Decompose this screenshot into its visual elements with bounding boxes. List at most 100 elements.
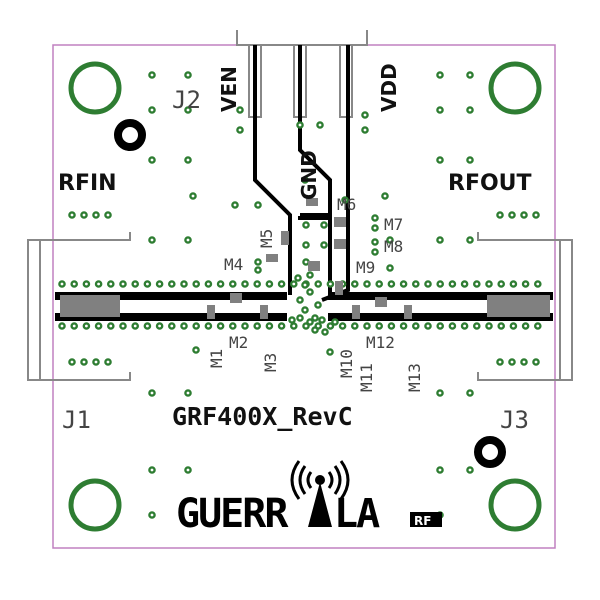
smd-pad [230, 293, 242, 303]
via [496, 211, 504, 219]
via [371, 238, 379, 246]
via [167, 280, 176, 288]
label-rfout: RFOUT [448, 171, 532, 196]
via [180, 322, 188, 330]
via [231, 201, 239, 209]
svg-text:GUERR: GUERR [176, 491, 289, 537]
via [68, 358, 76, 366]
via [350, 322, 359, 330]
smd-pad [352, 305, 360, 319]
via [289, 322, 298, 330]
via [321, 328, 329, 336]
via [228, 322, 237, 330]
via [320, 241, 328, 249]
rf-trace-lower-right [328, 313, 553, 321]
rf-trace-upper-left [55, 292, 287, 300]
via [311, 326, 319, 334]
via [314, 280, 323, 288]
board-title: GRF400X_RevC [172, 402, 353, 431]
via [302, 322, 310, 330]
via [331, 318, 339, 326]
via [277, 322, 286, 330]
via [254, 201, 262, 209]
via [534, 322, 542, 330]
via [236, 126, 244, 134]
via [466, 466, 474, 474]
via [277, 280, 286, 288]
via [534, 280, 542, 288]
via [436, 71, 444, 79]
via [107, 322, 115, 330]
via [80, 358, 88, 366]
smd-pad [404, 305, 412, 319]
label-m11: M11 [357, 363, 376, 392]
via [92, 211, 100, 219]
via [70, 280, 78, 288]
via [236, 106, 244, 114]
label-m2: M2 [229, 333, 248, 352]
via [520, 211, 528, 219]
label-m7: M7 [384, 215, 403, 234]
via [509, 322, 518, 330]
via [148, 466, 156, 474]
via [216, 280, 225, 288]
via [192, 322, 200, 330]
via [302, 258, 310, 266]
via [448, 322, 457, 330]
via [521, 280, 530, 288]
svg-text:LA: LA [334, 491, 380, 537]
via [448, 280, 457, 288]
via [104, 358, 112, 366]
via [167, 322, 176, 330]
via [387, 322, 396, 330]
via [92, 358, 100, 366]
label-ven: VEN [217, 66, 241, 112]
label-j2: J2 [172, 86, 201, 114]
via [289, 280, 298, 288]
via [341, 196, 349, 204]
via [104, 211, 112, 219]
via [532, 358, 540, 366]
rf-pad-left [60, 295, 120, 317]
via [294, 274, 302, 282]
via [411, 322, 420, 330]
via [148, 106, 156, 114]
via [371, 248, 379, 256]
via [265, 280, 274, 288]
via [254, 266, 262, 274]
via [296, 121, 304, 129]
via [228, 280, 237, 288]
label-m12: M12 [366, 333, 395, 352]
mounting-hole [68, 478, 122, 532]
via [119, 280, 127, 288]
ground-hole [114, 119, 146, 151]
via [363, 322, 371, 330]
via [496, 358, 504, 366]
via [184, 71, 192, 79]
via [338, 322, 347, 330]
via [466, 236, 474, 244]
smd-pad [260, 305, 268, 319]
via [326, 280, 335, 288]
label-gnd: GND [297, 150, 321, 200]
via [521, 322, 530, 330]
antenna-icon [290, 460, 350, 500]
via [184, 236, 192, 244]
via [485, 322, 493, 330]
rf-trace-upper-right [328, 292, 553, 300]
via [241, 280, 249, 288]
via [508, 358, 516, 366]
via [94, 322, 103, 330]
via [180, 280, 188, 288]
label-m9: M9 [356, 258, 375, 277]
via [320, 221, 328, 229]
via [253, 280, 262, 288]
component-pads [207, 198, 412, 319]
via [472, 322, 481, 330]
via [107, 280, 115, 288]
rf-pad-right [487, 295, 550, 317]
via [302, 221, 310, 229]
mounting-hole [68, 61, 122, 115]
via [70, 322, 78, 330]
